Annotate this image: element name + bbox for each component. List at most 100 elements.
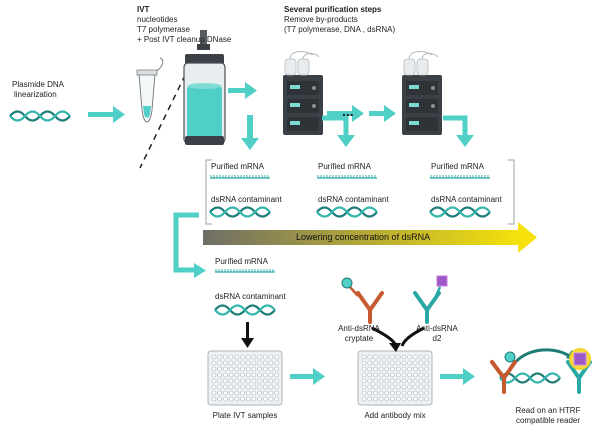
- plate-well: [217, 372, 222, 378]
- antibody-cryptate: [341, 277, 384, 324]
- plate-well: [361, 390, 367, 396]
- plate-well: [367, 366, 373, 372]
- plate-well: [240, 354, 245, 360]
- plate-well: [384, 354, 390, 360]
- plasmid-label-line1: Plasmide DNA: [12, 80, 65, 89]
- plate-well: [257, 366, 262, 372]
- plate-well: [418, 366, 424, 372]
- plate-well: [223, 396, 228, 402]
- plate-well: [262, 384, 268, 390]
- purification-ellipsis: ...: [342, 103, 354, 119]
- plate-well: [245, 396, 251, 402]
- plate-well: [274, 354, 280, 360]
- plate-well: [373, 384, 378, 390]
- plate-well: [223, 384, 228, 390]
- plate-well: [240, 396, 245, 402]
- plate-well: [223, 372, 228, 378]
- purification-machine-1: [282, 51, 324, 136]
- plate-well: [262, 390, 268, 396]
- arrow-cryptate-to-mix: [371, 326, 401, 352]
- plate-well: [418, 390, 424, 396]
- plate-well: [390, 396, 395, 402]
- plate-well: [418, 384, 424, 390]
- plate-well: [390, 384, 395, 390]
- plate-well: [378, 354, 384, 360]
- plate-well: [223, 366, 228, 372]
- plate-well: [217, 366, 222, 372]
- plate-well: [262, 366, 268, 372]
- plate-well: [251, 360, 257, 366]
- antibody-left-line2: cryptate: [344, 334, 374, 343]
- plate-well: [217, 384, 222, 390]
- plate-well: [268, 360, 274, 366]
- antibody-right-line1: Anti-dsRNA: [416, 324, 458, 333]
- reader-label-line2: compatible reader: [515, 416, 581, 425]
- plate-well: [412, 396, 418, 402]
- plate-well: [424, 372, 430, 378]
- ivt-line3: + Post IVT cleanup DNase: [137, 35, 232, 44]
- plate-well: [217, 360, 222, 366]
- plate-well: [257, 396, 262, 402]
- plasmid-label-line2: linearization: [14, 90, 57, 99]
- plate-well: [401, 390, 407, 396]
- plate-well: [412, 366, 418, 372]
- plate-well: [373, 360, 378, 366]
- lower-mrna-label: Purified mRNA: [215, 257, 268, 266]
- plate-well: [395, 378, 401, 384]
- plate-well: [228, 384, 234, 390]
- plate-well: [262, 360, 268, 366]
- samples-bracket: [205, 159, 515, 225]
- arrow-down-col3: [443, 115, 474, 147]
- plate-well: [257, 360, 262, 366]
- plate1-label: Plate IVT samples: [212, 411, 278, 420]
- plate-well: [384, 372, 390, 378]
- arrow-d2-to-mix: [400, 326, 425, 347]
- plate-well: [211, 390, 217, 396]
- plate-well: [274, 378, 280, 384]
- col1-dsrna-helix: [208, 206, 272, 218]
- plate-well: [361, 366, 367, 372]
- plate-well: [251, 384, 257, 390]
- plate-well: [211, 360, 217, 366]
- plate-well: [373, 354, 378, 360]
- plate-well: [361, 396, 367, 402]
- arrow-reactor-to-purification: [228, 82, 257, 99]
- htrf-complex: [490, 348, 592, 394]
- antibody-d2: [413, 275, 448, 324]
- plate-well: [367, 396, 373, 402]
- plate-well: [251, 396, 257, 402]
- arrow-plasmid-to-ivt: [88, 106, 125, 123]
- plate-well: [361, 372, 367, 378]
- plate-well: [257, 378, 262, 384]
- plate-well: [251, 354, 257, 360]
- concentration-gradient-arrow: [203, 222, 537, 253]
- col3-dsrna-label: dsRNA contaminant: [431, 195, 502, 204]
- plate-well: [395, 372, 401, 378]
- col2-mrna-strand: [316, 174, 378, 179]
- plate-well: [228, 360, 234, 366]
- plate-well: [268, 378, 274, 384]
- plate-well: [384, 390, 390, 396]
- plate-well: [384, 378, 390, 384]
- purification-machine-2: [401, 51, 443, 136]
- ivt-line1: nucleotides: [137, 15, 178, 24]
- plate-well: [234, 384, 240, 390]
- arrow-down-col2: [322, 115, 355, 147]
- plate-well: [378, 384, 384, 390]
- arrow-plate1-to-plate2: [290, 368, 325, 385]
- plate-well: [223, 354, 228, 360]
- plate-well: [395, 384, 401, 390]
- plate-well: [367, 378, 373, 384]
- plate-well: [240, 384, 245, 390]
- plate-well: [373, 378, 378, 384]
- plate-well: [234, 372, 240, 378]
- plate-well: [257, 390, 262, 396]
- plate-well: [223, 360, 228, 366]
- plate-well: [245, 354, 251, 360]
- plate-well: [407, 396, 412, 402]
- plasmid-dna-helix: [8, 110, 72, 122]
- plate-well: [274, 384, 280, 390]
- plate-well: [395, 366, 401, 372]
- plate-well: [211, 396, 217, 402]
